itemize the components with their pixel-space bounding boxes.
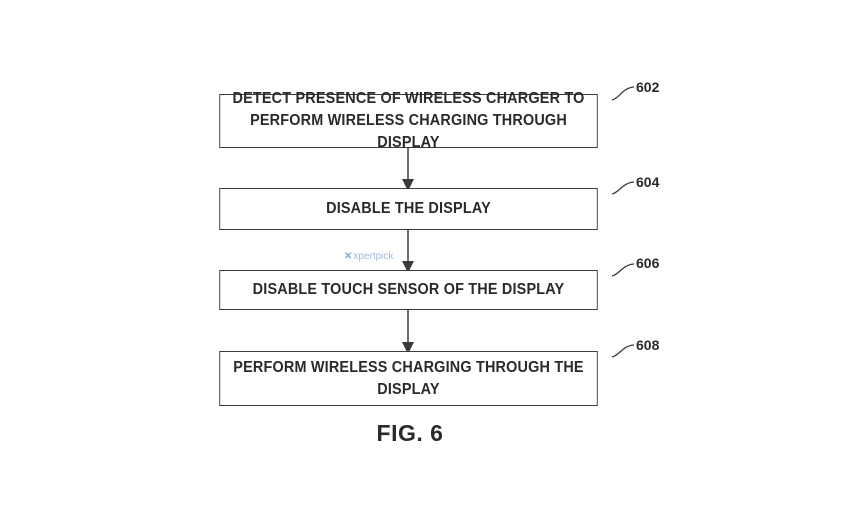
step-text-602: DETECT PRESENCE OF WIRELESS CHARGER TO P… <box>232 90 585 151</box>
step-text-604: DISABLE THE DISPLAY <box>326 200 491 217</box>
watermark-text: xpertpick <box>353 251 394 262</box>
figure-caption: FIG. 6 <box>376 420 444 446</box>
step-text-606: DISABLE TOUCH SENSOR OF THE DISPLAY <box>252 281 565 298</box>
step-box-606: DISABLE TOUCH SENSOR OF THE DISPLAY <box>219 270 598 310</box>
leader-line-604 <box>611 181 635 195</box>
reference-numeral-608: 608 <box>636 337 660 353</box>
watermark: ✕xpertpick <box>344 251 393 262</box>
step-text-608: PERFORM WIRELESS CHARGING THROUGH THE DI… <box>233 358 584 398</box>
reference-numeral-606: 606 <box>636 255 660 271</box>
leader-line-606 <box>611 263 635 277</box>
step-box-604: DISABLE THE DISPLAY <box>219 188 598 230</box>
leader-line-602 <box>611 86 635 101</box>
watermark-logo-icon: ✕ <box>344 251 353 262</box>
leader-line-608 <box>611 344 635 358</box>
reference-numeral-602: 602 <box>636 79 660 95</box>
step-box-602: DETECT PRESENCE OF WIRELESS CHARGER TO P… <box>219 90 598 151</box>
step-box-608: PERFORM WIRELESS CHARGING THROUGH THE DI… <box>219 351 598 406</box>
reference-numeral-604: 604 <box>636 174 660 190</box>
